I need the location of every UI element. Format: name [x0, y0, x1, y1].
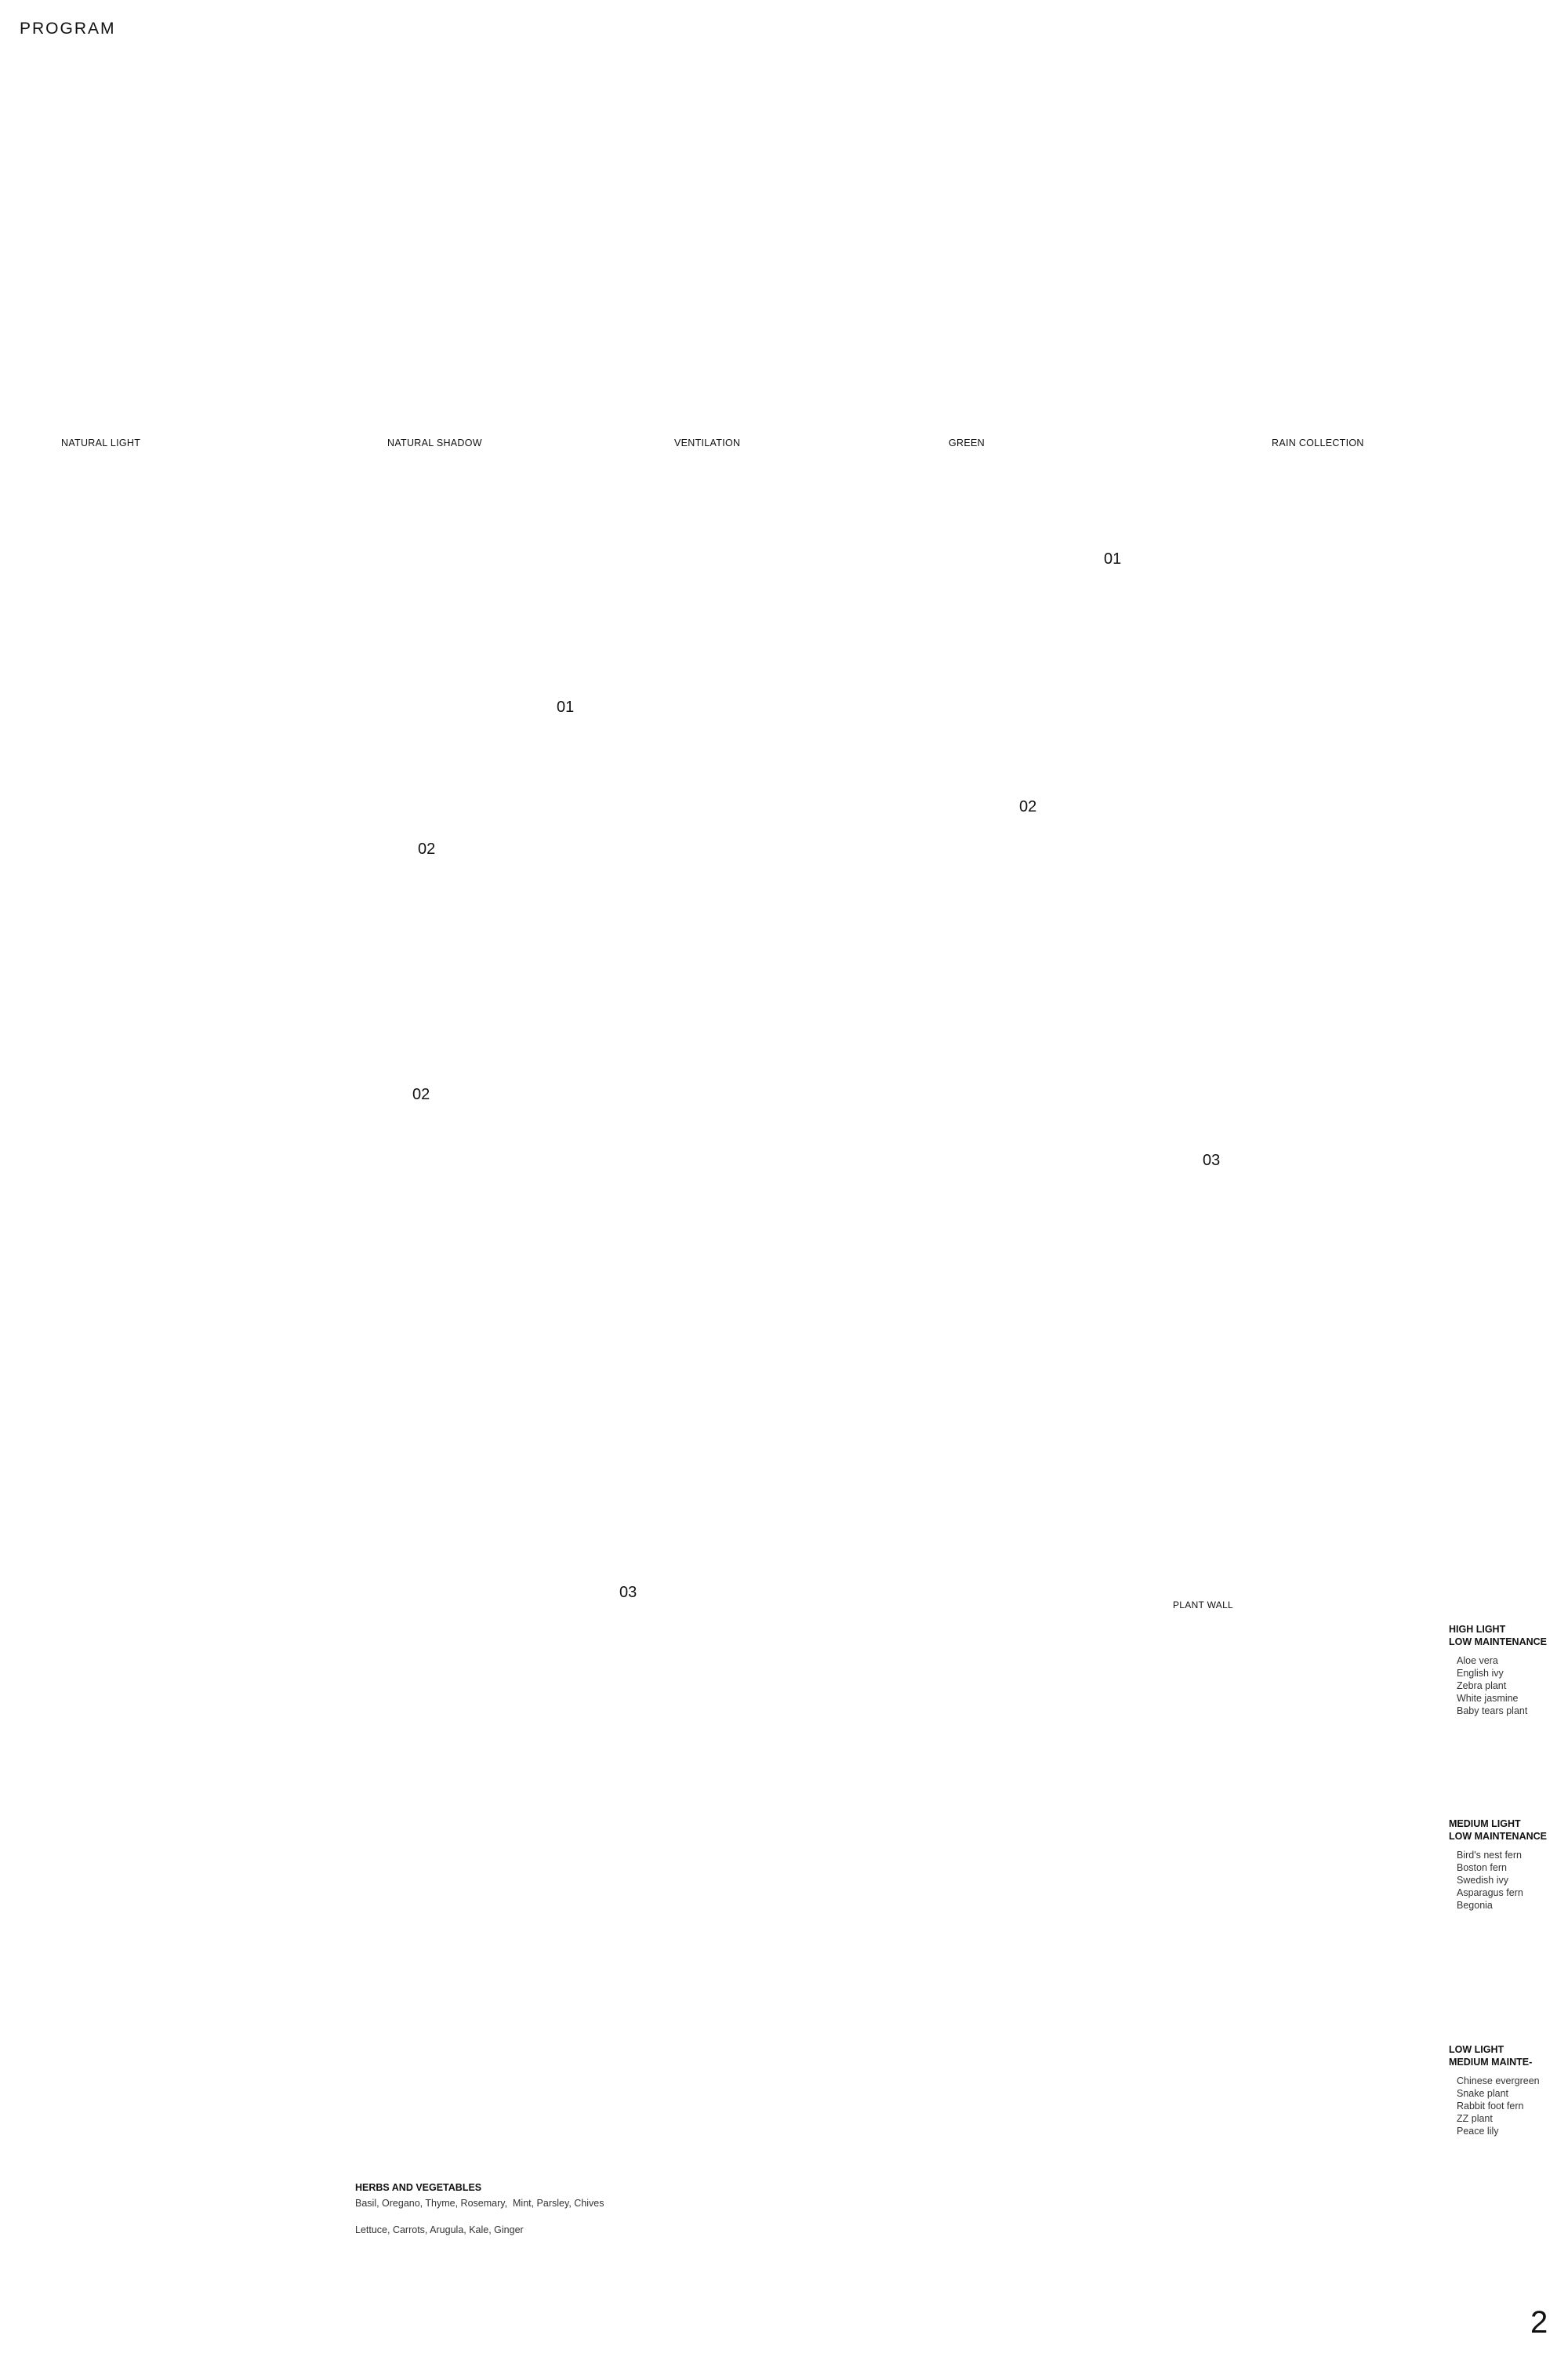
glass-panel-middle	[158, 1073, 262, 1226]
exploded-axonometric	[45, 601, 996, 1922]
wardrobe-unit	[705, 775, 844, 924]
detail-label-01: 01	[1104, 550, 1122, 568]
herbs-vegetables-planters	[356, 1818, 667, 2152]
diagram-green	[945, 148, 1243, 398]
perforated-facade-panel	[45, 826, 150, 1207]
detail-01-stepped-platform	[1111, 557, 1374, 743]
detail-label-03: 03	[1203, 1152, 1221, 1169]
page-number: 2	[1530, 2305, 1548, 2340]
stair-block	[553, 971, 597, 1106]
plant-wall-title: PLANT WALL	[1173, 1600, 1234, 1610]
glass-door	[191, 1616, 260, 1759]
floor-label-02-lower: 02	[412, 1086, 430, 1103]
caption-ventilation: VENTILATION	[674, 438, 741, 448]
diagram-rain-collection	[1267, 107, 1522, 410]
plant-group-list-medium-light: Bird's nest fern Boston fern Swedish ivy…	[1457, 1850, 1523, 1911]
detail-label-02: 02	[1019, 798, 1037, 815]
herbs-line-1: Basil, Oregano, Thyme, Rosemary, Mint, P…	[355, 2198, 604, 2209]
plant-group-heading-low-light: LOW LIGHT MEDIUM MAINTE-	[1449, 2044, 1533, 2068]
caption-rain-collection: RAIN COLLECTION	[1272, 438, 1364, 448]
caption-natural-shadow: NATURAL SHADOW	[387, 438, 482, 448]
herbs-line-2: Lettuce, Carrots, Arugula, Kale, Ginger	[355, 2224, 524, 2235]
bicycles	[358, 1353, 424, 1382]
brick-wall-volume	[495, 1320, 855, 1903]
floor-label-02-upper: 02	[418, 841, 436, 858]
brick-planters	[560, 1342, 907, 1857]
floor-label-03: 03	[619, 1584, 637, 1601]
glass-panel-upper	[158, 819, 262, 972]
plant-group-heading-medium-light: MEDIUM LIGHT LOW MAINTENANCE	[1449, 1818, 1547, 1842]
diagram-ventilation	[665, 161, 920, 398]
plant-wall-panel	[1042, 1302, 1410, 1792]
floor-label-01: 01	[557, 699, 575, 716]
wood-shelving	[454, 1222, 542, 1319]
herbs-title: HERBS AND VEGETABLES	[355, 2182, 482, 2193]
glass-panel-lower	[158, 1334, 262, 1487]
page-title: PROGRAM	[20, 20, 116, 38]
caption-green: GREEN	[949, 438, 985, 448]
diagram-natural-shadow	[363, 198, 618, 398]
detail-02-wall-bed	[1028, 801, 1335, 1117]
detail-03-bed-platform	[1213, 1171, 1476, 1354]
diagram-natural-light	[59, 76, 314, 398]
kitchen-cabinet	[458, 1485, 550, 1632]
plant-group-heading-high-light: HIGH LIGHT LOW MAINTENANCE	[1449, 1624, 1547, 1647]
plant-group-list-high-light: Aloe vera English ivy Zebra plant White …	[1457, 1655, 1528, 1716]
plant-group-list-low-light: Chinese evergreen Snake plant Rabbit foo…	[1457, 2075, 1540, 2137]
caption-natural-light: NATURAL LIGHT	[61, 438, 141, 448]
